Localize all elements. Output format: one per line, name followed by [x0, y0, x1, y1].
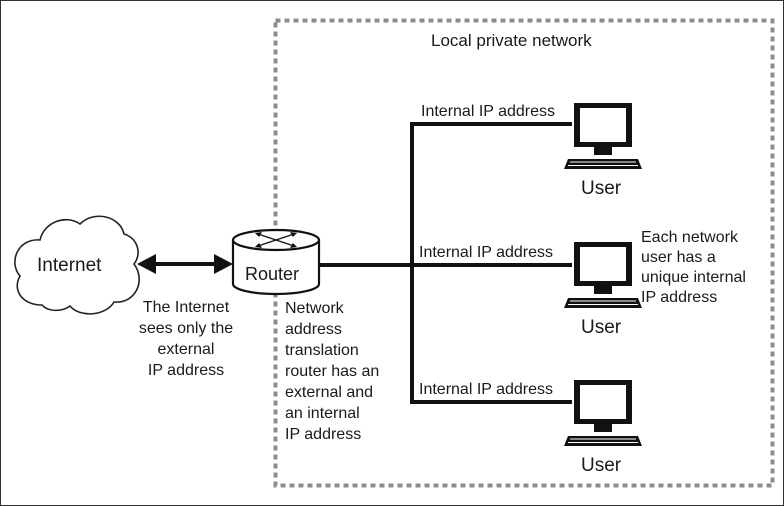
user-label: User [581, 455, 622, 476]
internet-caption: The Internet sees only the external IP a… [138, 299, 234, 379]
user-label: User [581, 178, 622, 199]
link-label: Internal IP address [419, 244, 554, 261]
local-network-boundary [273, 18, 775, 488]
double-arrow-icon [137, 254, 233, 274]
user-note: Each network user has a unique internal … [641, 229, 746, 306]
router-caption: Network address translation router has a… [285, 300, 380, 443]
router-icon [231, 228, 321, 296]
computer-icon [563, 102, 643, 170]
internet-label: Internet [37, 255, 102, 276]
network-title: Local private network [431, 31, 592, 50]
user-label: User [581, 317, 622, 338]
cloud-icon [14, 215, 140, 315]
router-label: Router [245, 264, 300, 284]
link-label: Internal IP address [419, 381, 554, 398]
network-links [318, 122, 572, 404]
computer-icon [563, 241, 643, 309]
computer-icon [563, 379, 643, 447]
link-label: Internal IP address [421, 103, 556, 120]
